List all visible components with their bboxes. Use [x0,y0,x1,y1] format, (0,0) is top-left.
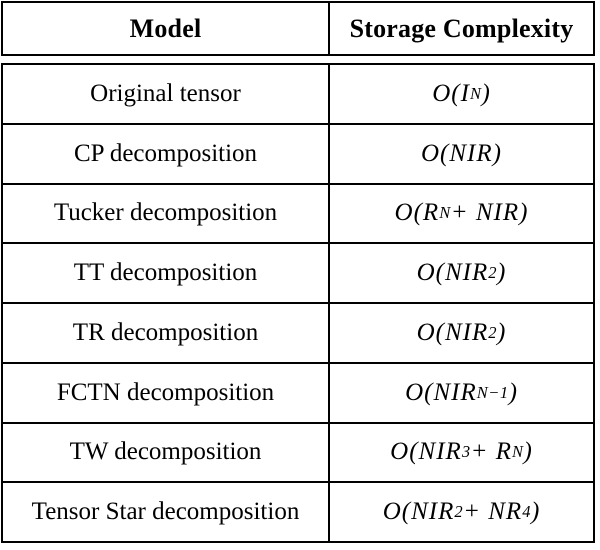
model-cell: Tucker decomposition [3,184,330,243]
model-cell: TR decomposition [3,304,330,362]
model-cell: Original tensor [3,65,330,123]
table-row: CP decomposition O(NIR) [3,122,593,183]
table-header-row: Model Storage Complexity [1,1,595,56]
model-cell: TT decomposition [3,244,330,302]
column-header-model: Model [3,3,330,54]
model-cell: TW decomposition [3,423,330,482]
model-cell: Tensor Star decomposition [3,483,330,541]
column-header-storage-complexity: Storage Complexity [349,13,574,43]
model-cell: FCTN decomposition [3,363,330,422]
complexity-cell: O(NIR) [421,139,502,167]
model-cell: CP decomposition [3,124,330,183]
